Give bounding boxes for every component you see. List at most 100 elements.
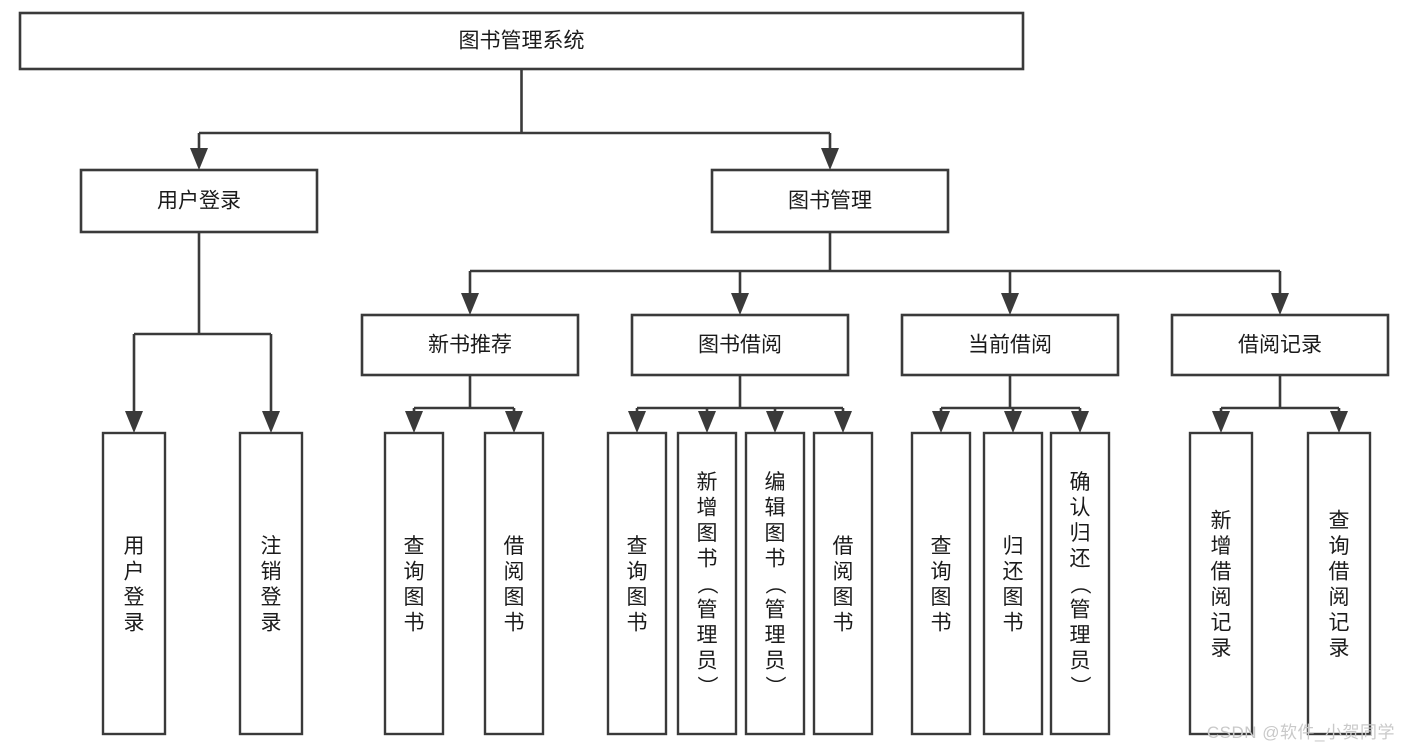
leaf-label-char: 查 xyxy=(931,535,952,558)
node-box xyxy=(744,431,806,736)
node-box xyxy=(483,431,545,736)
leaf-label-char: 书 xyxy=(1003,611,1024,634)
leaf-label-char: 记 xyxy=(1329,611,1350,634)
node-图书管理[interactable]: 图书管理 xyxy=(710,168,950,234)
node-box xyxy=(676,431,738,736)
leaf-label-char: 图 xyxy=(765,522,786,545)
arrow-head-icon xyxy=(698,411,716,433)
arrow-head-icon xyxy=(125,411,143,433)
leaf-label-char: （ xyxy=(695,574,718,595)
leaf-label-char: 查 xyxy=(1329,509,1350,532)
node-当前借阅[interactable]: 当前借阅 xyxy=(900,313,1120,377)
leaf-label-char: 管 xyxy=(697,599,718,622)
leaf-label-char: 归 xyxy=(1003,535,1024,558)
leaf-label-char: 查 xyxy=(627,535,648,558)
node-用户登录[interactable]: 用户登录 xyxy=(79,168,319,234)
leaf-label-char: 确 xyxy=(1070,471,1091,494)
leaf-label-char: 登 xyxy=(124,586,145,609)
arrow-head-icon xyxy=(932,411,950,433)
arrow-head-icon xyxy=(1071,411,1089,433)
leaf-label-char: 管 xyxy=(765,599,786,622)
node-label: 用户登录 xyxy=(157,190,241,213)
node-借阅记录[interactable]: 借阅记录 xyxy=(1170,313,1390,377)
node-box xyxy=(1306,431,1372,736)
arrow-head-icon xyxy=(505,411,523,433)
leaf-label-char: 新 xyxy=(1211,509,1232,532)
arrow-head-icon xyxy=(405,411,423,433)
leaf-label-char: 图 xyxy=(697,522,718,545)
leaf-label-char: 管 xyxy=(1070,599,1091,622)
leaf-label-char: ） xyxy=(1068,676,1091,697)
leaf-label-char: 阅 xyxy=(1211,586,1232,609)
leaf-label-char: 认 xyxy=(1070,497,1091,520)
leaf-label-char: 理 xyxy=(697,624,718,647)
arrow-head-icon xyxy=(1001,293,1019,315)
leaf-label-char: 借 xyxy=(833,535,854,558)
node-root[interactable]: 图书管理系统 xyxy=(18,11,1025,71)
node-box xyxy=(18,11,1025,71)
leaf-label-char: 注 xyxy=(261,535,282,558)
leaf-label-char: 户 xyxy=(124,560,145,583)
leaf-label-char: 归 xyxy=(1070,522,1091,545)
node-图书借阅[interactable]: 图书借阅 xyxy=(630,313,850,377)
arrow-head-icon xyxy=(461,293,479,315)
leaf-label-char: （ xyxy=(763,574,786,595)
leaf-label-char: 辑 xyxy=(765,497,786,520)
node-box xyxy=(79,168,319,234)
node-box xyxy=(1188,431,1254,736)
leaf-label-char: 询 xyxy=(627,560,648,583)
leaf-label-char: 员 xyxy=(697,650,718,673)
leaf-label-char: 阅 xyxy=(1329,586,1350,609)
leaf-label-char: 新 xyxy=(697,471,718,494)
arrow-head-icon xyxy=(262,411,280,433)
leaf-label-char: 录 xyxy=(1211,637,1232,660)
arrow-head-icon xyxy=(1212,411,1230,433)
arrow-head-icon xyxy=(190,148,208,170)
node-box xyxy=(238,431,304,736)
node-box xyxy=(630,313,850,377)
leaf-label-char: 图 xyxy=(627,586,648,609)
arrow-head-icon xyxy=(821,148,839,170)
node-box xyxy=(383,431,445,736)
leaf-label-char: 阅 xyxy=(504,560,525,583)
leaf-label-char: 图 xyxy=(504,586,525,609)
leaf-label-char: 阅 xyxy=(833,560,854,583)
leaf-label-char: 询 xyxy=(404,560,425,583)
node-label: 图书管理 xyxy=(788,190,872,213)
arrow-head-icon xyxy=(1330,411,1348,433)
node-label: 借阅记录 xyxy=(1238,334,1322,357)
arrow-head-icon xyxy=(628,411,646,433)
leaf-用户登录[interactable]: 用户登录 xyxy=(101,431,167,736)
leaf-label-char: 书 xyxy=(627,611,648,634)
node-box xyxy=(812,431,874,736)
leaf-label-char: 借 xyxy=(1329,560,1350,583)
node-layer: 图书管理系统用户登录图书管理新书推荐图书借阅当前借阅借阅记录用户登录注销登录查询… xyxy=(18,11,1390,736)
leaf-label-char: 增 xyxy=(697,497,718,520)
arrow-head-icon xyxy=(1004,411,1022,433)
node-box xyxy=(1170,313,1390,377)
leaf-label-char: 图 xyxy=(931,586,952,609)
leaf-label-char: 编 xyxy=(765,471,786,494)
leaf-label-char: 书 xyxy=(931,611,952,634)
leaf-label-char: 书 xyxy=(765,548,786,571)
leaf-label-char: 书 xyxy=(697,548,718,571)
node-box xyxy=(606,431,668,736)
leaf-label-char: 员 xyxy=(765,650,786,673)
node-新书推荐[interactable]: 新书推荐 xyxy=(360,313,580,377)
leaf-label-char: 录 xyxy=(1329,637,1350,660)
leaf-label-char: 员 xyxy=(1070,650,1091,673)
